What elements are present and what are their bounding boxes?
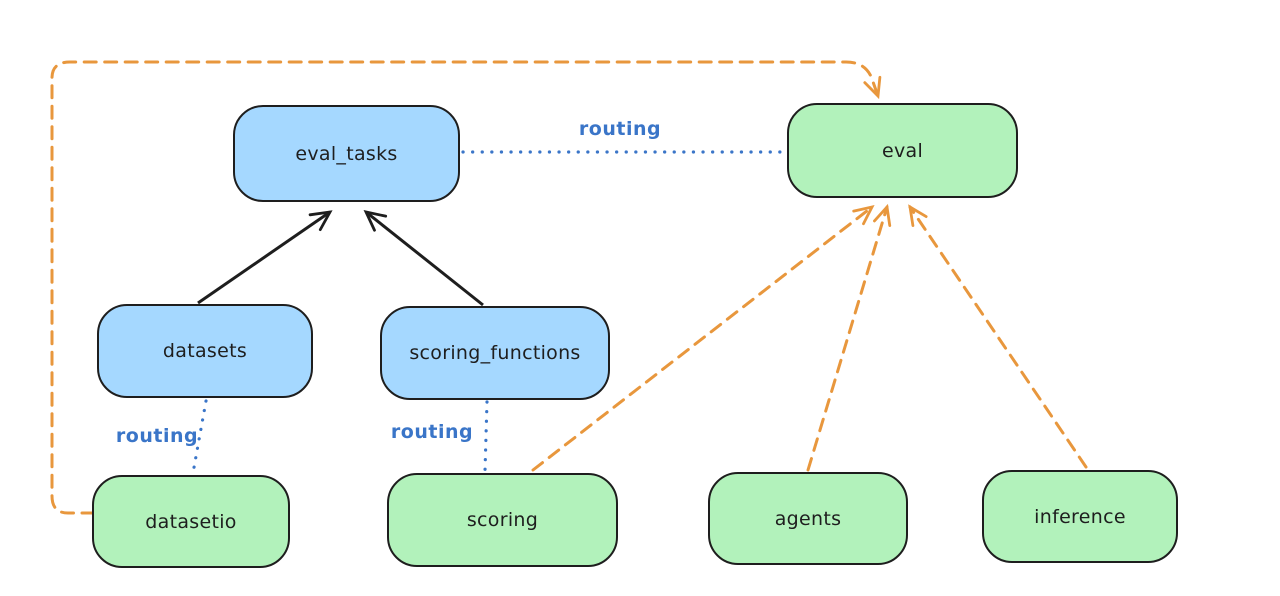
node-eval-tasks-label: eval_tasks	[295, 142, 398, 165]
node-inference: inference	[982, 470, 1178, 563]
edge-label-routing-eval-tasks-eval: routing	[578, 118, 662, 140]
edge-datasetio-to-eval	[50, 60, 882, 515]
node-eval-tasks: eval_tasks	[233, 105, 460, 202]
edge-scoring-to-eval	[531, 204, 875, 472]
edge-agents-to-eval	[806, 203, 892, 472]
node-scoring-functions-label: scoring_functions	[409, 342, 581, 364]
edge-label-routing-datasets-datasetio: routing	[115, 425, 199, 447]
edge-scoring-functions-to-eval-tasks	[363, 210, 484, 307]
node-datasetio: datasetio	[92, 475, 290, 568]
node-datasets-label: datasets	[162, 340, 248, 362]
node-agents-label: agents	[774, 507, 842, 530]
edge-datasets-to-eval-tasks	[197, 210, 333, 305]
node-agents: agents	[708, 472, 908, 565]
node-eval-label: eval	[881, 139, 924, 162]
node-eval: eval	[787, 103, 1018, 198]
node-datasets: datasets	[97, 304, 313, 398]
node-scoring-functions: scoring_functions	[380, 306, 610, 400]
edge-scoring-functions-to-scoring-routing	[483, 400, 489, 473]
node-scoring: scoring	[387, 473, 618, 567]
edge-inference-to-eval	[908, 204, 1088, 469]
node-scoring-label: scoring	[466, 509, 539, 531]
node-inference-label: inference	[1034, 505, 1126, 528]
edge-label-routing-scoring-functions-scoring: routing	[390, 421, 474, 443]
node-datasetio-label: datasetio	[145, 510, 237, 533]
